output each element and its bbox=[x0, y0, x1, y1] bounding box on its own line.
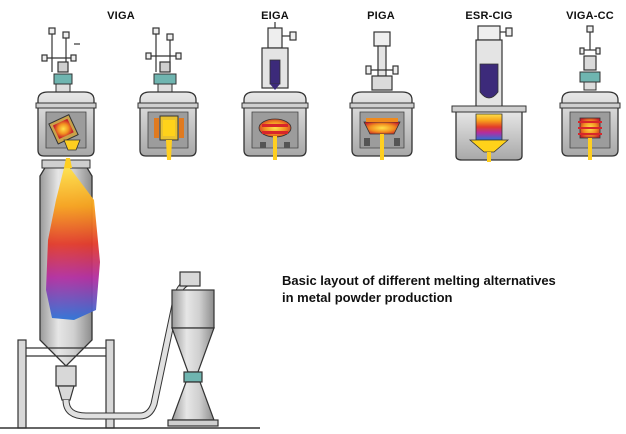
eiga-induction-coil bbox=[258, 118, 292, 138]
label-piga: PIGA bbox=[367, 10, 395, 22]
esr-consumable-electrode bbox=[479, 63, 499, 99]
label-esr-cig: ESR-CIG bbox=[465, 10, 513, 22]
eiga-electrode bbox=[269, 59, 281, 85]
viga-coupling bbox=[53, 73, 73, 85]
eiga-unit bbox=[241, 22, 309, 160]
viga-unit bbox=[0, 27, 260, 429]
label-viga: VIGA bbox=[107, 10, 135, 22]
caption-line-2: in metal powder production bbox=[282, 290, 453, 305]
piga-unit bbox=[349, 31, 415, 160]
diagram-caption: Basic layout of different melting altern… bbox=[282, 272, 556, 306]
viga-cyclone bbox=[167, 271, 219, 427]
viga-second-unit bbox=[137, 27, 199, 160]
viga-spray-plume bbox=[46, 168, 100, 320]
piga-plasma-hearth bbox=[363, 121, 401, 135]
label-viga-cc: VIGA-CC bbox=[566, 10, 614, 22]
viga-tower-legs bbox=[17, 339, 115, 429]
viga-tilting-crucible bbox=[48, 114, 79, 145]
label-eiga: EIGA bbox=[261, 10, 289, 22]
caption-line-1: Basic layout of different melting altern… bbox=[282, 273, 556, 288]
esr-slag-bath bbox=[475, 113, 503, 141]
viga-gas-lines bbox=[41, 27, 80, 73]
esr-cig-unit bbox=[451, 25, 527, 162]
viga-cc-unit bbox=[559, 25, 621, 160]
